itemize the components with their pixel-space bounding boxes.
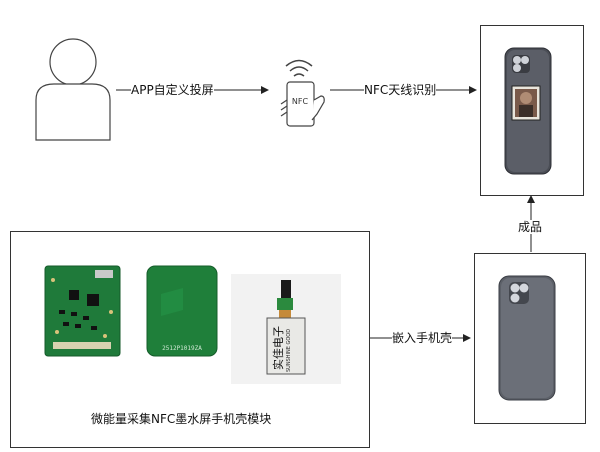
pcb-marking-text: 2512P1019ZA	[162, 345, 202, 352]
app-projection-label: APP自定义投屏	[131, 83, 214, 97]
finished-product-box	[480, 25, 584, 196]
blank-phone-case-image	[498, 275, 556, 401]
nfc-phone-text: NFC	[292, 97, 309, 106]
eink-screen-text-sub: SUNSHINE GOOD	[286, 328, 292, 372]
finished-product-label: 成品	[518, 220, 543, 234]
finished-phone-case-image	[504, 47, 552, 175]
eink-screen-text-main: 实佳电子	[272, 326, 285, 370]
phone-case-box	[474, 253, 586, 424]
pcb-board-image	[44, 265, 121, 357]
nfc-antenna-label: NFC天线识别	[364, 83, 437, 97]
module-caption: 微能量采集NFC墨水屏手机壳模块	[91, 412, 272, 426]
encapsulated-module-image: 2512P1019ZA	[146, 265, 218, 357]
embed-phone-case-label: 嵌入手机壳	[392, 331, 453, 345]
eink-screen-module-image	[231, 274, 341, 384]
module-box: 2512P1019ZA 实佳电子 SUNSHINE GOOD 微能量采集NFC墨…	[10, 231, 370, 448]
